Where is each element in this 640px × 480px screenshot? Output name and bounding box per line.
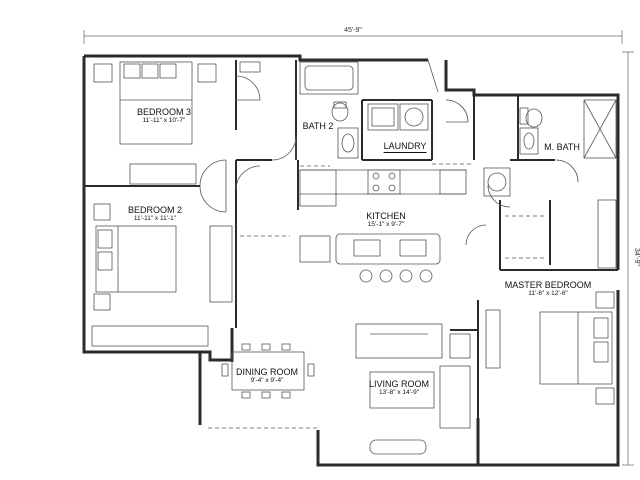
- exterior-walls: [82, 54, 620, 467]
- room-label-master-bedroom: MASTER BEDROOM 11'-6" x 12'-6": [505, 281, 592, 298]
- room-name: M. BATH: [544, 142, 580, 152]
- interior-walls: [84, 60, 618, 418]
- room-label-laundry: LAUNDRY: [383, 137, 427, 153]
- room-name: BATH 2: [302, 121, 334, 131]
- overall-depth-dimension: 34'-9": [633, 248, 640, 266]
- laundry-fixtures: [367, 103, 429, 131]
- room-label-dining: DINING ROOM 9'-4" x 9'-4": [236, 368, 298, 385]
- room-label-living: LIVING ROOM 13'-8" x 14'-9": [369, 380, 429, 397]
- room-name: DINING ROOM: [236, 367, 298, 377]
- overall-width-dimension: 45'-9": [344, 27, 362, 34]
- bedroom2-furniture: [91, 203, 233, 347]
- room-label-mbath: M. BATH: [544, 143, 580, 152]
- room-label-bath2: BATH 2: [303, 122, 334, 131]
- kitchen-fixtures: [299, 169, 467, 283]
- bedroom3-furniture: [93, 61, 261, 185]
- overall-dimension-lines: [83, 30, 634, 466]
- dining-furniture: [221, 343, 315, 399]
- room-name: LIVING ROOM: [368, 379, 430, 389]
- room-dimension: 11'-11" x 11'-1": [133, 215, 177, 222]
- room-name: BEDROOM 2: [127, 205, 183, 215]
- room-label-kitchen: KITCHEN 15'-1" x 9'-7": [366, 212, 406, 229]
- room-dimension: 11'-11" x 10'-7": [142, 117, 186, 124]
- bath2-fixtures: [299, 61, 359, 159]
- room-label-bedroom2: BEDROOM 2 11'-11" x 11'-1": [128, 206, 182, 223]
- room-name: BEDROOM 3: [136, 107, 192, 117]
- room-dimension: 15'-1" x 9'-7": [367, 221, 405, 228]
- room-dimension: 11'-6" x 12'-6": [528, 290, 568, 297]
- room-name: MASTER BEDROOM: [504, 280, 592, 290]
- master-bedroom-furniture: [449, 291, 615, 405]
- door-swings: [199, 59, 579, 246]
- closet-lines: [208, 163, 545, 429]
- master-bath-fixtures: [483, 99, 617, 269]
- living-furniture: [355, 323, 471, 455]
- room-label-bedroom3: BEDROOM 3 11'-11" x 10'-7": [137, 108, 191, 125]
- room-name: LAUNDRY: [383, 141, 427, 153]
- room-dimension: 9'-4" x 9'-4": [250, 377, 284, 384]
- room-name: KITCHEN: [366, 211, 406, 221]
- room-dimension: 13'-8" x 14'-9": [379, 389, 419, 396]
